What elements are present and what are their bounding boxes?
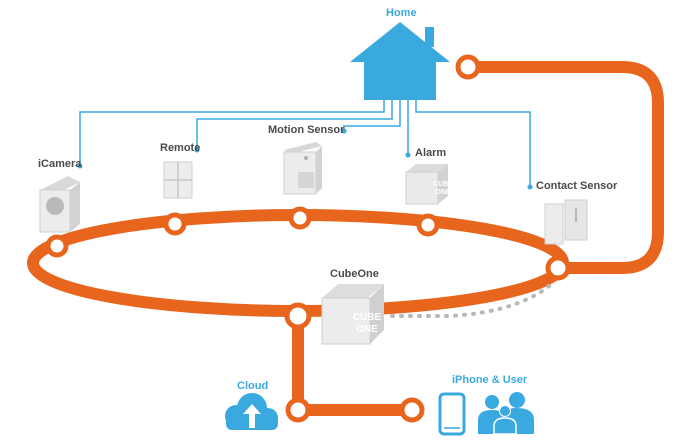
home-label: Home: [386, 7, 417, 19]
users-group-icon: [478, 392, 534, 435]
alarm-device-icon: CUBE ONE: [405, 164, 453, 205]
camera-device-icon: [39, 176, 80, 233]
track-node: [416, 213, 440, 237]
dotted-link-cubeone: [390, 280, 556, 318]
iphone-icon: [438, 392, 466, 436]
track-node: [163, 212, 187, 236]
motion-sensor-icon: [283, 142, 322, 195]
track-node: [285, 397, 311, 423]
cubeone-text-1: CUBE: [353, 312, 382, 323]
home-connection-lines: [79, 95, 531, 187]
line-to-camera: [79, 95, 385, 166]
cubeone-label: CubeOne: [330, 268, 379, 280]
track-node: [284, 302, 312, 330]
remote-label: Remote: [160, 142, 201, 154]
iphone-user-label: iPhone & User: [452, 374, 528, 386]
house-icon: [350, 22, 450, 100]
track-node: [399, 397, 425, 423]
alarm-label: Alarm: [415, 147, 447, 159]
contact-sensor-label: Contact Sensor: [536, 180, 618, 192]
track-node: [455, 54, 481, 80]
line-to-contact: [415, 95, 531, 187]
alarm-cube-text-2: ONE: [435, 189, 451, 196]
track-nodes: [45, 54, 571, 423]
contact-sensor-icon: [544, 199, 588, 245]
orange-track-ellipse: [27, 209, 569, 317]
line-to-remote: [196, 100, 393, 150]
motion-sensor-label: Motion Sensor: [268, 124, 345, 136]
cubeone-text-2: ONE: [356, 324, 378, 335]
connection-endpoints: [77, 128, 533, 190]
cloud-label: Cloud: [237, 380, 269, 392]
track-node: [545, 255, 571, 281]
track-node: [45, 234, 69, 258]
cloud-upload-icon: [225, 393, 278, 430]
camera-label: iCamera: [38, 158, 82, 170]
cubeone-hub-icon: CUBE ONE: [321, 284, 384, 345]
track-node: [288, 206, 312, 230]
orange-track-right-loop: [462, 61, 664, 274]
remote-device-icon: [163, 161, 193, 199]
alarm-cube-text-1: CUBE: [433, 181, 453, 188]
